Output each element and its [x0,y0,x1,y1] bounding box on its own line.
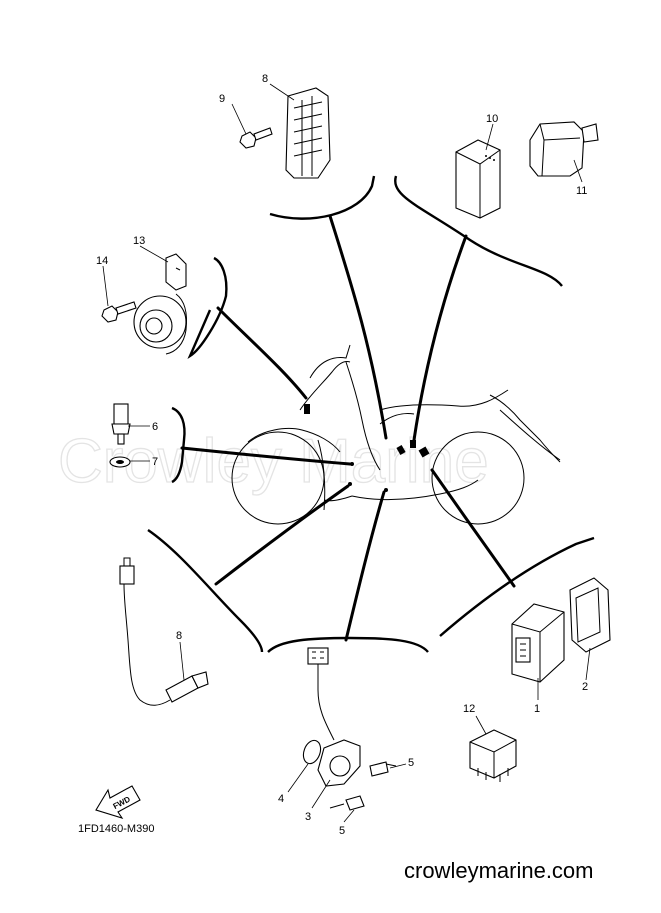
part-relay-13 [469,729,517,782]
callout-11: 10 [486,113,498,125]
part-bolt-15 [101,301,137,323]
callout-12: 11 [576,185,587,197]
part-screw-5a [369,761,397,777]
part-screw-5b [329,795,365,811]
callout-15: 14 [96,255,108,267]
callout-3: 3 [305,811,311,823]
part-horn [133,253,187,355]
callout-9: 8 [262,73,268,85]
part-bolt-10 [239,127,273,149]
part-switch-12 [529,121,599,177]
callout-1: 1 [534,703,540,715]
fwd-arrow-icon: FWD [95,785,141,819]
callout-labels: 8 9 10 11 13 14 6 7 8 1 2 12 5 4 3 5 [96,73,588,837]
part-oring-4 [302,739,322,765]
part-sensor-6 [111,403,131,445]
callout-6: 6 [152,421,158,433]
callout-4: 4 [278,793,284,805]
callout-14: 13 [133,235,145,247]
callout-13: 12 [463,703,475,715]
callout-2: 2 [582,681,588,693]
location-markers [304,404,430,492]
callout-leaders [102,83,591,823]
part-o2-sensor [119,557,209,706]
part-throttle-sensor [307,647,361,787]
callout-7: 7 [152,456,158,468]
group-leaders [180,214,516,642]
site-url: crowleymarine.com [404,858,594,883]
part-relay-11 [455,139,501,219]
part-ecu [511,603,565,683]
part-regulator [285,87,331,179]
part-ecu-cover [569,577,611,653]
group-brackets [147,175,595,653]
callout-5-lower: 5 [339,825,345,837]
callout-8: 8 [176,630,182,642]
callout-5-upper: 5 [408,757,414,769]
callout-10: 9 [219,93,225,105]
drawing-code: 1FD1460-M390 [78,823,154,835]
part-washer-7 [109,456,131,468]
